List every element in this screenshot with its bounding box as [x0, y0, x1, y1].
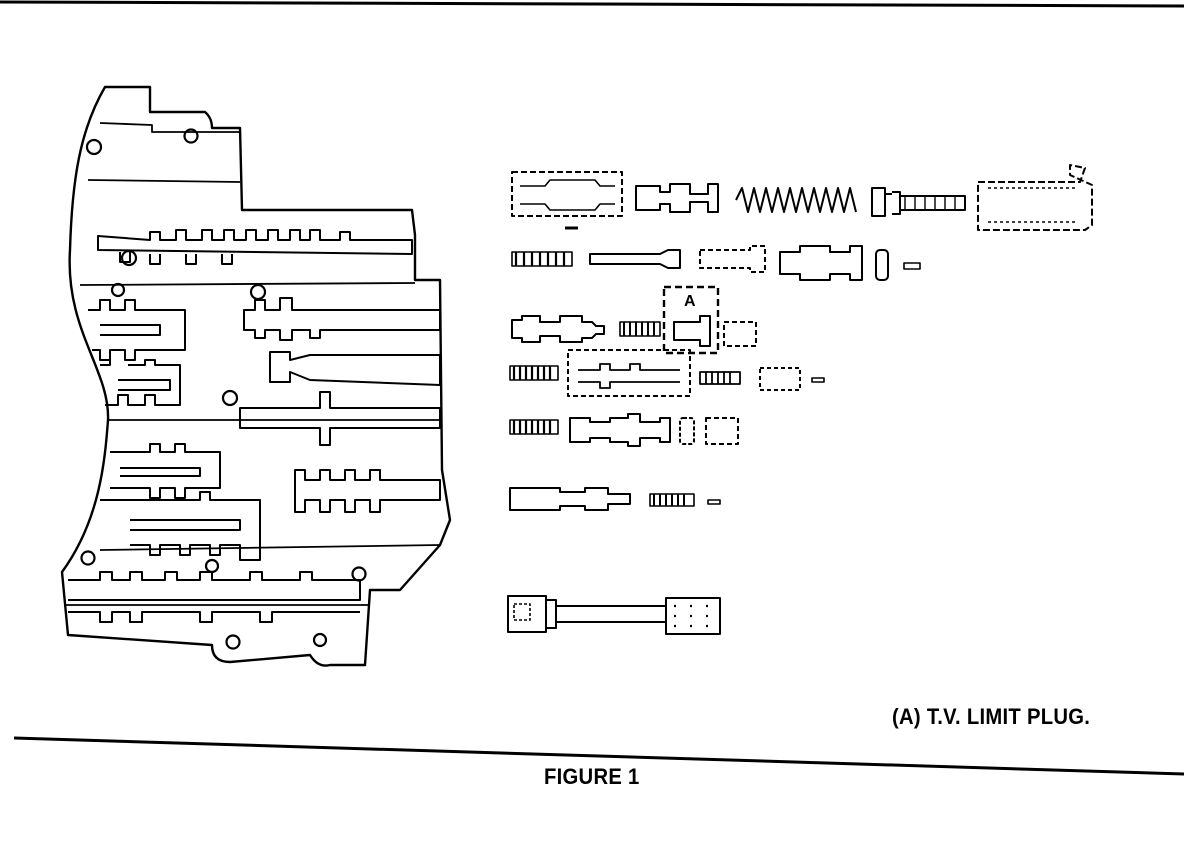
component-row-7: [507, 595, 721, 635]
body-partitions: [66, 122, 441, 606]
valve-components: A: [507, 164, 1093, 635]
valve-bores: [68, 229, 441, 623]
callout-a-label: A: [684, 293, 696, 310]
legend-caption: (A) T.V. LIMIT PLUG.: [892, 704, 1091, 729]
top-rule: [0, 0, 1184, 8]
valve-body-plate: [60, 85, 452, 667]
figure-title: FIGURE 1: [544, 764, 640, 789]
bottom-rule: [14, 736, 1184, 776]
valve-body-outline: [60, 85, 452, 667]
tv-limit-plug: [673, 315, 711, 347]
sleeve: [977, 164, 1093, 231]
component-row-5: [509, 413, 739, 447]
valve-spool: [635, 183, 719, 213]
component-row-1: [511, 164, 1093, 231]
bushing: [511, 171, 623, 217]
coil-spring: [735, 187, 857, 213]
component-row-3: A: [511, 285, 757, 355]
spring-plug: [871, 187, 966, 217]
component-row-4: [509, 349, 825, 397]
component-row-6: [509, 487, 721, 511]
component-row-2: [511, 245, 921, 281]
